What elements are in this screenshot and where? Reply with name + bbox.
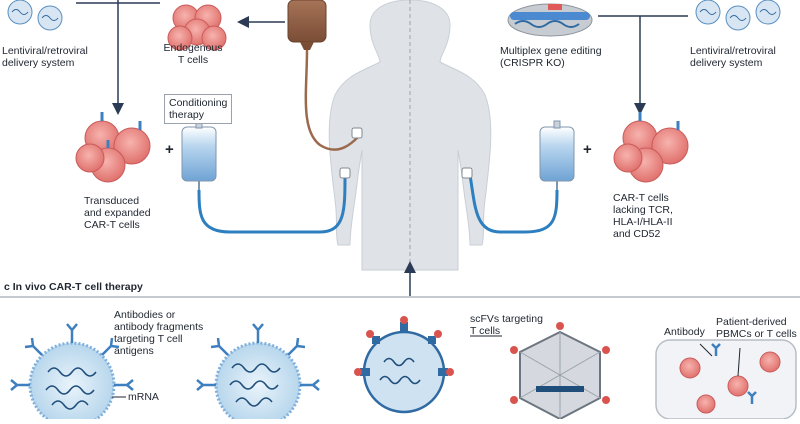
scfv-lentivirus bbox=[354, 316, 454, 414]
transduced-car-t-cells bbox=[75, 112, 151, 183]
label-antibody: Antibody bbox=[664, 326, 705, 338]
label-mrna: mRNA bbox=[128, 391, 159, 403]
label-transduced-car-t: Transduced and expanded CAR-T cells bbox=[84, 195, 151, 231]
plus-left: + bbox=[165, 141, 174, 158]
label-lentiviral-left: Lentiviral/retroviral delivery system bbox=[2, 45, 88, 69]
label-antibodies: Antibodies or antibody fragments targeti… bbox=[114, 309, 204, 357]
implant-scaffold bbox=[655, 339, 797, 420]
iv-bag-right bbox=[461, 120, 575, 234]
crispr-complex bbox=[507, 3, 593, 37]
pbmc-pointer bbox=[737, 347, 741, 377]
blood-bag bbox=[287, 0, 363, 151]
section-c-heading: c In vivo CAR-T cell therapy bbox=[4, 281, 143, 293]
lentivirus-right bbox=[695, 0, 781, 31]
section-c-letter: c bbox=[4, 281, 10, 293]
endogenous-t-cells bbox=[167, 4, 227, 51]
label-conditioning-therapy: Conditioning therapy bbox=[164, 94, 233, 124]
label-scfvs: scFVs targeting T cells bbox=[470, 313, 543, 337]
label-car-t-lacking: CAR-T cells lacking TCR, HLA-I/HLA-II an… bbox=[613, 192, 673, 240]
lnp-particle-2 bbox=[196, 323, 320, 424]
label-endogenous-t-cells: Endogenous T cells bbox=[163, 42, 223, 66]
lnp-particle-1 bbox=[10, 323, 134, 424]
car-t-lacking-cells bbox=[613, 112, 689, 183]
label-multiplex-editing: Multiplex gene editing (CRISPR KO) bbox=[500, 45, 602, 69]
antibody-pointer bbox=[699, 343, 713, 357]
lentivirus-left bbox=[7, 0, 63, 31]
iv-bag-left bbox=[181, 120, 351, 234]
section-c-title: In vivo CAR-T cell therapy bbox=[12, 281, 143, 293]
label-pbmcs: Patient-derived PBMCs or T cells bbox=[716, 316, 797, 340]
label-lentiviral-right: Lentiviral/retroviral delivery system bbox=[690, 45, 776, 69]
plus-right: + bbox=[583, 141, 592, 158]
capsid-particle bbox=[510, 322, 610, 421]
